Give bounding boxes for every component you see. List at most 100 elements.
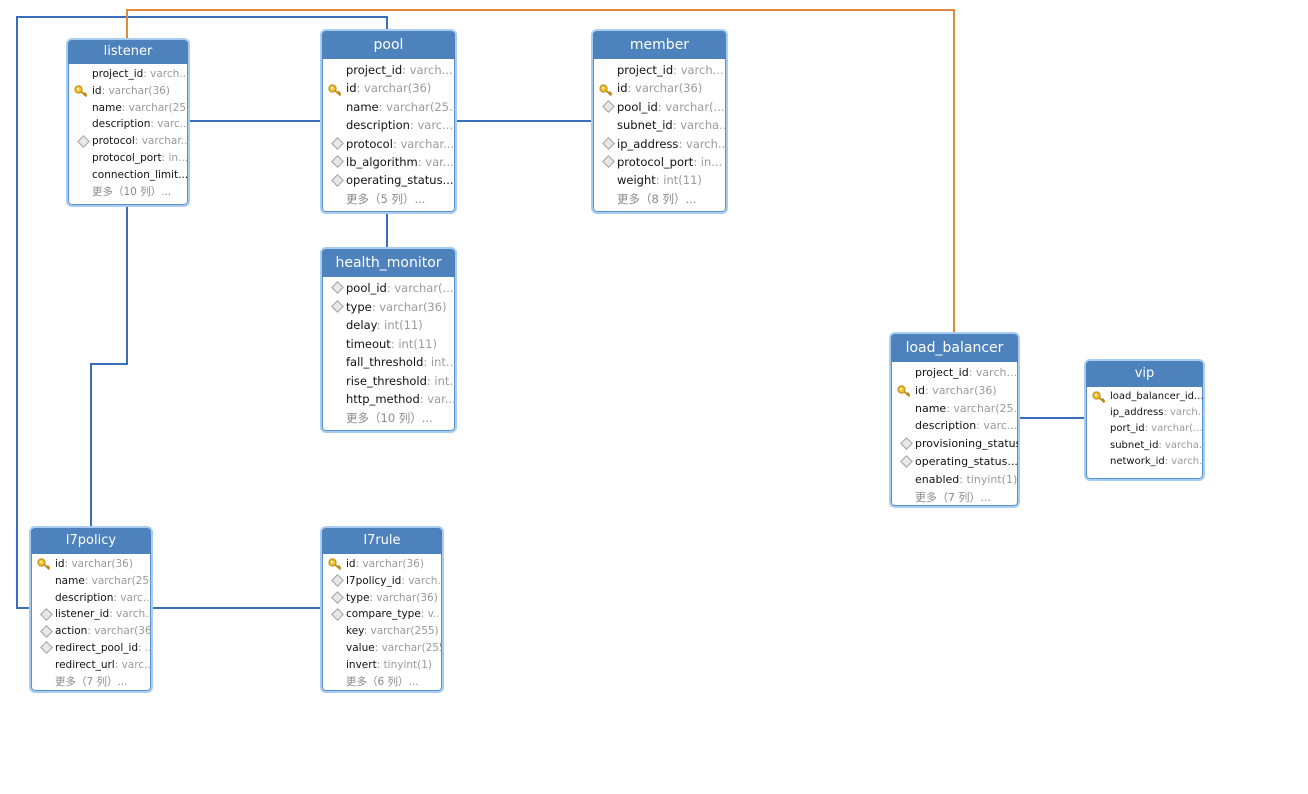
column-row[interactable]: type: varchar(36)	[322, 298, 455, 317]
column-list: load_balancer_id...ip_address: varch...p…	[1086, 387, 1203, 470]
column-row[interactable]: ip_address: varch...	[1086, 405, 1203, 421]
column-type: : varchar(36)	[627, 81, 703, 96]
more-columns-link[interactable]: 更多（7 列）...	[31, 674, 151, 691]
column-row[interactable]: name: varchar(25...	[891, 400, 1018, 418]
column-type: : varch...	[402, 63, 453, 77]
column-type: : varchar(36)	[64, 558, 133, 570]
column-row[interactable]: connection_limit...	[68, 167, 188, 184]
table-load-balancer[interactable]: load_balancer project_id: varch...id: va…	[889, 332, 1020, 508]
column-row[interactable]: project_id: varch...	[593, 61, 726, 79]
column-row[interactable]: id: varchar(36)	[322, 556, 442, 573]
table-health-monitor[interactable]: health_monitor pool_id: varchar(...type:…	[320, 247, 457, 433]
column-row[interactable]: description: varc...	[322, 116, 455, 134]
column-row[interactable]: protocol: varchar...	[322, 135, 455, 153]
column-type: : varch...	[143, 68, 188, 80]
column-row[interactable]: compare_type: v...	[322, 606, 442, 623]
table-title: l7policy	[31, 528, 151, 554]
column-name: name	[346, 99, 379, 114]
column-row[interactable]: weight: int(11)	[593, 171, 726, 189]
column-row[interactable]: id: varchar(36)	[322, 79, 455, 97]
column-row[interactable]: redirect_url: varc...	[31, 657, 151, 674]
column-row[interactable]: key: varchar(255)	[322, 623, 442, 640]
column-row[interactable]: ip_address: varch...	[593, 135, 726, 153]
column-type: : varc...	[150, 118, 188, 131]
column-type: : varchar(25...	[946, 401, 1018, 415]
column-row[interactable]: lb_algorithm: var...	[322, 153, 455, 171]
column-name: description	[55, 591, 114, 604]
column-row[interactable]: port_id: varchar(...	[1086, 421, 1203, 437]
table-l7policy[interactable]: l7policy id: varchar(36)name: varchar(25…	[29, 526, 153, 693]
column-name: description	[92, 118, 151, 131]
column-row[interactable]: name: varchar(25...	[68, 100, 188, 117]
more-columns-link[interactable]: 更多（8 列）...	[593, 190, 726, 208]
foreign-key-icon	[331, 173, 344, 187]
column-row[interactable]: load_balancer_id...	[1086, 389, 1203, 405]
column-type: : varch...	[1164, 455, 1203, 467]
table-member[interactable]: member project_id: varch...id: varchar(3…	[591, 29, 728, 214]
column-row[interactable]: operating_status...	[322, 171, 455, 189]
column-row[interactable]: project_id: varch...	[891, 364, 1018, 382]
column-row[interactable]: enabled: tinyint(1)	[891, 471, 1018, 489]
column-list: pool_id: varchar(...type: varchar(36)del…	[322, 277, 455, 427]
more-columns-link[interactable]: 更多（10 列）...	[322, 409, 455, 428]
column-row[interactable]: pool_id: varchar(...	[593, 98, 726, 116]
column-row[interactable]: fall_threshold: int...	[322, 353, 455, 372]
column-row[interactable]: operating_status...	[891, 453, 1018, 471]
column-row[interactable]: id: varchar(36)	[593, 79, 726, 97]
column-type: : varchar(25...	[378, 99, 455, 114]
column-name: name	[915, 401, 947, 415]
column-row[interactable]: action: varchar(36)	[31, 623, 151, 640]
column-type: : in...	[161, 151, 188, 164]
column-row[interactable]: description: varc...	[68, 116, 188, 133]
column-list: id: varchar(36)l7policy_id: varch...type…	[322, 554, 442, 690]
table-vip[interactable]: vip load_balancer_id...ip_address: varch…	[1084, 359, 1205, 481]
column-row[interactable]: network_id: varch...	[1086, 454, 1203, 470]
column-row[interactable]: value: varchar(255)	[322, 640, 442, 657]
more-columns-link[interactable]: 更多（5 列）...	[322, 190, 455, 208]
column-row[interactable]: description: varc...	[31, 590, 151, 607]
table-pool[interactable]: pool project_id: varch...id: varchar(36)…	[320, 29, 457, 214]
column-type: : varchar(36)	[356, 81, 432, 96]
column-list: project_id: varch...id: varchar(36)pool_…	[593, 59, 726, 208]
more-columns-link[interactable]: 更多（6 列）...	[322, 674, 442, 691]
column-row[interactable]: redirect_pool_id: ...	[31, 640, 151, 657]
column-row[interactable]: subnet_id: varcha...	[1086, 438, 1203, 454]
column-row[interactable]: name: varchar(25...	[31, 573, 151, 590]
key-icon	[599, 83, 613, 98]
column-row[interactable]: protocol_port: in...	[68, 150, 188, 167]
column-row[interactable]: project_id: varch...	[68, 66, 188, 83]
foreign-key-icon	[77, 134, 90, 148]
column-type: : varc...	[113, 591, 151, 604]
column-row[interactable]: id: varchar(36)	[31, 556, 151, 573]
table-l7rule[interactable]: l7rule id: varchar(36)l7policy_id: varch…	[320, 526, 444, 693]
more-columns-link[interactable]: 更多（7 列）...	[891, 489, 1018, 506]
column-row[interactable]: project_id: varch...	[322, 61, 455, 79]
column-row[interactable]: id: varchar(36)	[68, 83, 188, 100]
column-row[interactable]: timeout: int(11)	[322, 335, 455, 354]
column-name: protocol	[92, 135, 135, 148]
column-row[interactable]: protocol: varchar...	[68, 133, 188, 150]
column-row[interactable]: invert: tinyint(1)	[322, 657, 442, 674]
column-row[interactable]: name: varchar(25...	[322, 98, 455, 116]
column-name: project_id	[617, 63, 674, 77]
column-row[interactable]: subnet_id: varcha...	[593, 116, 726, 134]
table-listener[interactable]: listener project_id: varch...id: varchar…	[66, 38, 190, 207]
column-type: : varch...	[109, 608, 151, 621]
column-row[interactable]: pool_id: varchar(...	[322, 279, 455, 298]
column-row[interactable]: description: varc...	[891, 417, 1018, 435]
relation-line-listener-load-balancer	[126, 9, 955, 333]
column-row[interactable]: protocol_port: in...	[593, 153, 726, 171]
column-row[interactable]: type: varchar(36)	[322, 590, 442, 607]
column-row[interactable]: provisioning_status:	[891, 435, 1018, 453]
column-row[interactable]: delay: int(11)	[322, 316, 455, 335]
column-row[interactable]: l7policy_id: varch...	[322, 573, 442, 590]
column-row[interactable]: rise_threshold: int...	[322, 372, 455, 391]
column-row[interactable]: id: varchar(36)	[891, 382, 1018, 400]
column-name: invert	[346, 658, 377, 671]
column-row[interactable]: http_method: var...	[322, 390, 455, 409]
column-name: name	[92, 101, 122, 114]
column-type: : varch...	[401, 574, 442, 587]
more-columns-link[interactable]: 更多（10 列）...	[68, 184, 188, 201]
column-row[interactable]: listener_id: varch...	[31, 606, 151, 623]
